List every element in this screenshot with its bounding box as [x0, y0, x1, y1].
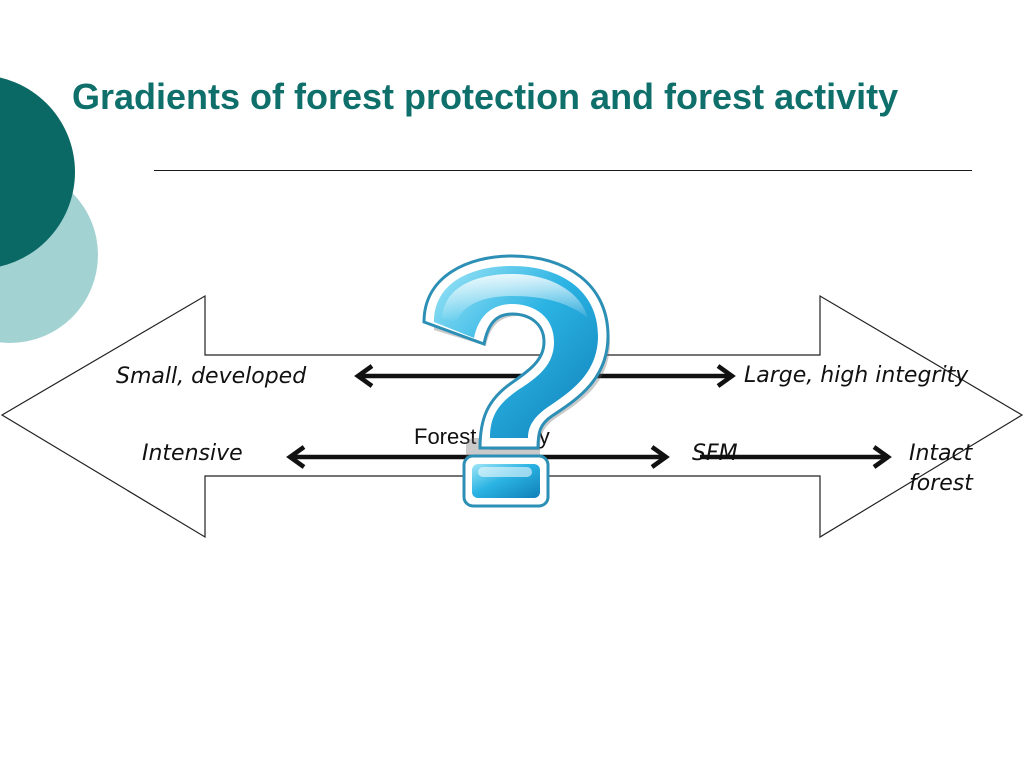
- question-mark-icon: [422, 254, 610, 508]
- top-left-label: Small, developed: [116, 364, 307, 389]
- decorative-circles: [0, 77, 98, 343]
- title-underline: [154, 170, 972, 171]
- bottom-gradient-arrow-right: [700, 445, 892, 469]
- bottom-right-label-line2: forest: [909, 471, 973, 496]
- dark-circle: [0, 77, 75, 267]
- bottom-left-label: Intensive: [142, 441, 243, 466]
- bottom-right-label-line1: Intact: [909, 441, 973, 466]
- top-right-label: Large, high integrity: [744, 363, 969, 388]
- bottom-middle-label: SFM: [692, 441, 738, 466]
- slide-title: Gradients of forest protection and fores…: [72, 76, 899, 117]
